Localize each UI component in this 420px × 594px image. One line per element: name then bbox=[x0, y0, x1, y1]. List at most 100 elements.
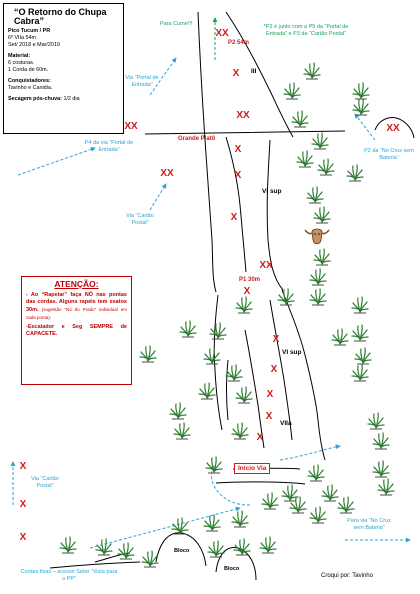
plant-icon bbox=[296, 150, 314, 168]
ground-line bbox=[49, 561, 141, 569]
warning-rappel-lead: - Ao “Rapelar” faça NÓ nas pontas das co… bbox=[26, 292, 127, 313]
label-para-cume: Para Cume!!! bbox=[160, 21, 193, 27]
plant-icon bbox=[231, 422, 249, 440]
route-location: Pico Tucum / PR bbox=[8, 28, 51, 34]
plant-icon bbox=[231, 510, 249, 528]
route-title: “O Retorno do Chupa Cabra” bbox=[14, 7, 107, 26]
bolt-x-icon: X bbox=[273, 334, 280, 345]
warning-helmet-text: -Escalador e Seg SEMPRE de CAPACETE. bbox=[26, 324, 127, 337]
bolt-x-icon: XX bbox=[386, 123, 400, 134]
plant-icon bbox=[372, 432, 390, 450]
plant-icon bbox=[169, 402, 187, 420]
plant-icon bbox=[233, 538, 251, 556]
left-flake-2 bbox=[226, 359, 229, 421]
plant-icon bbox=[235, 386, 253, 404]
material-label: Material: bbox=[8, 53, 31, 59]
bolt-x-icon: X bbox=[235, 144, 242, 155]
central-crack bbox=[266, 139, 284, 291]
label-p4-portal: P4 da via “Portal de Entrada” bbox=[84, 140, 134, 153]
plant-icon bbox=[367, 412, 385, 430]
warning-box: ATENÇÃO: - Ao “Rapelar” faça NÓ nas pont… bbox=[21, 276, 132, 385]
label-grade-VIsup-mid: VI sup bbox=[282, 349, 302, 356]
arrow-cartao-mid bbox=[149, 183, 167, 211]
conquerors-label: Conquistadores: bbox=[8, 78, 51, 84]
plant-icon bbox=[317, 158, 335, 176]
left-wall-upper bbox=[197, 11, 217, 293]
plant-icon bbox=[259, 536, 277, 554]
plant-icon bbox=[171, 517, 189, 535]
route-grade-length: 6º VIIa 54m bbox=[8, 35, 37, 41]
plant-icon bbox=[95, 538, 113, 556]
plant-icon bbox=[306, 186, 324, 204]
base-ledge-2 bbox=[215, 481, 306, 485]
plant-icon bbox=[313, 206, 331, 224]
plant-icon bbox=[303, 62, 321, 80]
route-info-box: “O Retorno do Chupa Cabra” Pico Tucum / … bbox=[3, 3, 124, 134]
right-arete bbox=[281, 289, 326, 461]
plant-icon bbox=[205, 456, 223, 474]
plant-icon bbox=[354, 347, 372, 365]
plant-icon bbox=[225, 364, 243, 382]
plant-icon bbox=[309, 268, 327, 286]
plant-icon bbox=[311, 132, 329, 150]
plant-icon bbox=[351, 364, 369, 382]
bolt-x-icon: X bbox=[271, 364, 278, 375]
label-p2-54m: P2 54m bbox=[228, 40, 250, 46]
arrow-base-left bbox=[209, 465, 251, 506]
label-grade-VIsup-top: VI sup bbox=[262, 188, 282, 195]
plant-icon bbox=[291, 110, 309, 128]
plato-line bbox=[144, 130, 346, 135]
plant-icon bbox=[209, 322, 227, 340]
label-via-cartao-postal-low: Via “Cartão Postal” bbox=[31, 476, 59, 489]
plant-icon bbox=[346, 164, 364, 182]
plant-icon bbox=[313, 248, 331, 266]
label-cordas-fixas: Cordas fixas – acesso Setor “Vista para … bbox=[20, 569, 118, 582]
bolt-x-icon: XX bbox=[236, 110, 250, 121]
bolt-x-icon: X bbox=[267, 389, 274, 400]
plant-icon bbox=[283, 82, 301, 100]
bloco-left-shape bbox=[155, 532, 207, 567]
plant-icon bbox=[351, 296, 369, 314]
arrow-p4-portal bbox=[17, 147, 96, 176]
bolt-x-icon: X bbox=[20, 532, 27, 543]
bolt-x-icon: X bbox=[231, 212, 238, 223]
bolt-x-icon: X bbox=[233, 68, 240, 79]
label-inicio-via: Início Via bbox=[234, 463, 271, 474]
bolt-x-icon: XX bbox=[160, 168, 174, 179]
plant-icon bbox=[372, 460, 390, 478]
material-item-2: 1 Corda de 60m. bbox=[8, 67, 49, 73]
label-via-cartao-postal-mid: Via “Cartão Postal” bbox=[126, 213, 154, 226]
plant-icon bbox=[309, 288, 327, 306]
lower-gully bbox=[244, 329, 265, 449]
plant-icon bbox=[351, 324, 369, 342]
conquerors-names: Tavinho e Canidia. bbox=[8, 85, 53, 91]
drying-row: Secagem pós-chuva: 1/2 dia bbox=[8, 96, 119, 103]
label-p1-30m: P1 30m bbox=[239, 277, 261, 283]
inner-dihedral bbox=[225, 136, 247, 273]
plant-icon bbox=[235, 296, 253, 314]
arrow-portal-top bbox=[149, 57, 177, 96]
arrows bbox=[10, 17, 411, 549]
warning-rappel-note: (sugestão “Nó do Prado” individual em ca… bbox=[26, 307, 127, 320]
right-wall-upper bbox=[225, 11, 294, 138]
plant-icon bbox=[141, 550, 159, 568]
arrow-base-up-right bbox=[279, 444, 341, 461]
drying-value: 1/2 dia bbox=[63, 96, 80, 102]
left-flake-1 bbox=[213, 294, 223, 431]
bull-skull-icon bbox=[304, 228, 330, 245]
plant-icon bbox=[179, 320, 197, 338]
label-p2-note: *P2 é junto com a P5 da “Portal de Entra… bbox=[263, 24, 349, 37]
arrow-p2-crux bbox=[354, 113, 376, 141]
plant-icon bbox=[352, 98, 370, 116]
material-item-1: 6 costuras. bbox=[8, 60, 35, 66]
bolt-x-icon: X bbox=[235, 170, 242, 181]
plant-icon bbox=[337, 496, 355, 514]
bolt-x-icon: X bbox=[20, 461, 27, 472]
plant-icon bbox=[198, 382, 216, 400]
warning-rappel-text: - Ao “Rapelar” faça NÓ nas pontas das co… bbox=[26, 292, 127, 322]
label-grade-III: III bbox=[251, 68, 257, 75]
credit-text: Croqui por: Tavinho bbox=[321, 573, 373, 579]
label-grande-plato: Grande Platô bbox=[178, 136, 216, 142]
label-p2-no-crux-top: P2 da “No Crux sem Bateria” bbox=[364, 148, 414, 161]
vii-wall bbox=[269, 299, 293, 441]
